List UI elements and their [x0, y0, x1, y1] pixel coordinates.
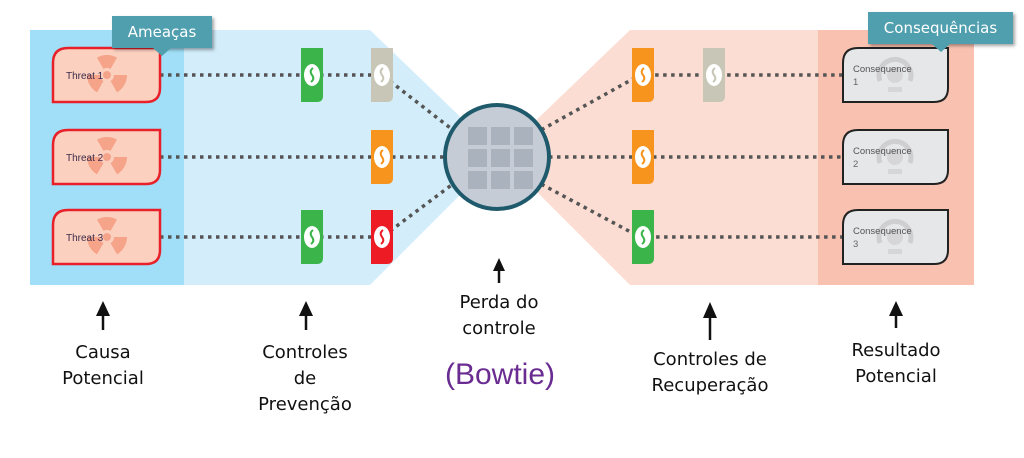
- shield-phone-icon: [304, 64, 320, 86]
- control-barrier-orange[interactable]: [632, 130, 654, 184]
- threat-label: Threat 1: [66, 71, 104, 82]
- consequence-number: 1: [853, 77, 858, 88]
- label-line: Recuperação: [651, 375, 769, 396]
- label-line: Prevenção: [258, 394, 352, 415]
- label-causa-potencial: Causa Potencial: [62, 340, 144, 392]
- shield-phone-icon: [304, 226, 320, 248]
- bowtie-title: (Bowtie): [444, 358, 556, 391]
- control-barrier-gray[interactable]: [371, 48, 393, 102]
- radiation-icon: [87, 217, 127, 255]
- shield-phone-icon: [635, 64, 651, 86]
- threat-box[interactable]: Threat 2: [51, 128, 162, 186]
- consequence-box[interactable]: Consequence 3: [842, 209, 949, 265]
- arrow-up-icon: [96, 301, 110, 330]
- shield-phone-icon: [635, 226, 651, 248]
- threat-label: Threat 3: [66, 233, 104, 244]
- consequence-icon: [876, 219, 914, 254]
- grid-cell: [491, 171, 510, 189]
- control-barrier-green[interactable]: [301, 48, 323, 102]
- consequence-icon: [876, 57, 914, 92]
- radiation-icon: [87, 137, 127, 175]
- consequence-box[interactable]: Consequence 2: [842, 129, 949, 185]
- label-line: de: [293, 368, 317, 389]
- shield-phone-icon: [706, 64, 722, 86]
- consequence-label: Consequence: [853, 226, 912, 237]
- control-barrier-orange[interactable]: [632, 48, 654, 102]
- consequence-box[interactable]: Consequence 1: [842, 47, 949, 103]
- control-barrier-green[interactable]: [632, 210, 654, 264]
- label-resultado-potencial: Resultado Potencial: [851, 338, 940, 390]
- control-barrier-green[interactable]: [301, 210, 323, 264]
- radiation-icon: [87, 55, 127, 93]
- threat-box[interactable]: Threat 1: [51, 46, 162, 104]
- grid-cell: [491, 127, 510, 145]
- arrow-up-icon: [299, 301, 313, 330]
- threat-label: Threat 2: [66, 153, 104, 164]
- recovery-zone: [500, 30, 818, 285]
- control-barrier-gray[interactable]: [703, 48, 725, 102]
- threats-callout: Ameaças: [112, 16, 212, 48]
- label-line: Potencial: [855, 366, 937, 387]
- grid-cell: [514, 171, 533, 189]
- consequence-number: 3: [853, 239, 858, 250]
- arrow-up-icon: [703, 302, 717, 340]
- label-perda-controle: Perda do controle: [460, 290, 539, 342]
- consequence-icon: [876, 139, 914, 174]
- consequence-number: 2: [853, 159, 858, 170]
- label-controles-prevencao: Controles de Prevenção: [258, 340, 352, 418]
- label-line: Controles: [262, 342, 348, 363]
- label-controles-recuperacao: Controles de Recuperação: [652, 347, 769, 399]
- label-line: Controles de: [653, 349, 767, 370]
- label-line: Potencial: [62, 368, 144, 389]
- shield-phone-icon: [374, 64, 390, 86]
- label-line: Perda do: [459, 292, 539, 313]
- consequence-label: Consequence: [853, 64, 912, 75]
- grid-cell: [468, 149, 487, 167]
- consequences-callout: Consequências: [868, 12, 1013, 44]
- recovery-connector-line: [540, 182, 845, 239]
- control-barrier-red[interactable]: [371, 210, 393, 264]
- consequence-label: Consequence: [853, 146, 912, 157]
- grid-cell: [514, 149, 533, 167]
- prevention-connector-line: [160, 73, 454, 132]
- shield-phone-icon: [374, 226, 390, 248]
- grid-cell: [514, 127, 533, 145]
- grid-cell: [491, 149, 510, 167]
- label-line: Resultado: [851, 340, 941, 361]
- control-barrier-orange[interactable]: [371, 130, 393, 184]
- shield-phone-icon: [635, 146, 651, 168]
- prevention-zone: [184, 30, 500, 285]
- arrow-up-icon: [889, 301, 903, 328]
- shield-phone-icon: [374, 146, 390, 168]
- grid-cell: [468, 127, 487, 145]
- label-line: controle: [462, 318, 536, 339]
- label-line: Causa: [75, 342, 131, 363]
- grid-icon: [468, 127, 533, 189]
- grid-cell: [468, 171, 487, 189]
- loss-of-control-hub[interactable]: [443, 103, 551, 211]
- prevention-connector-line: [160, 182, 454, 239]
- threat-box[interactable]: Threat 3: [51, 208, 162, 266]
